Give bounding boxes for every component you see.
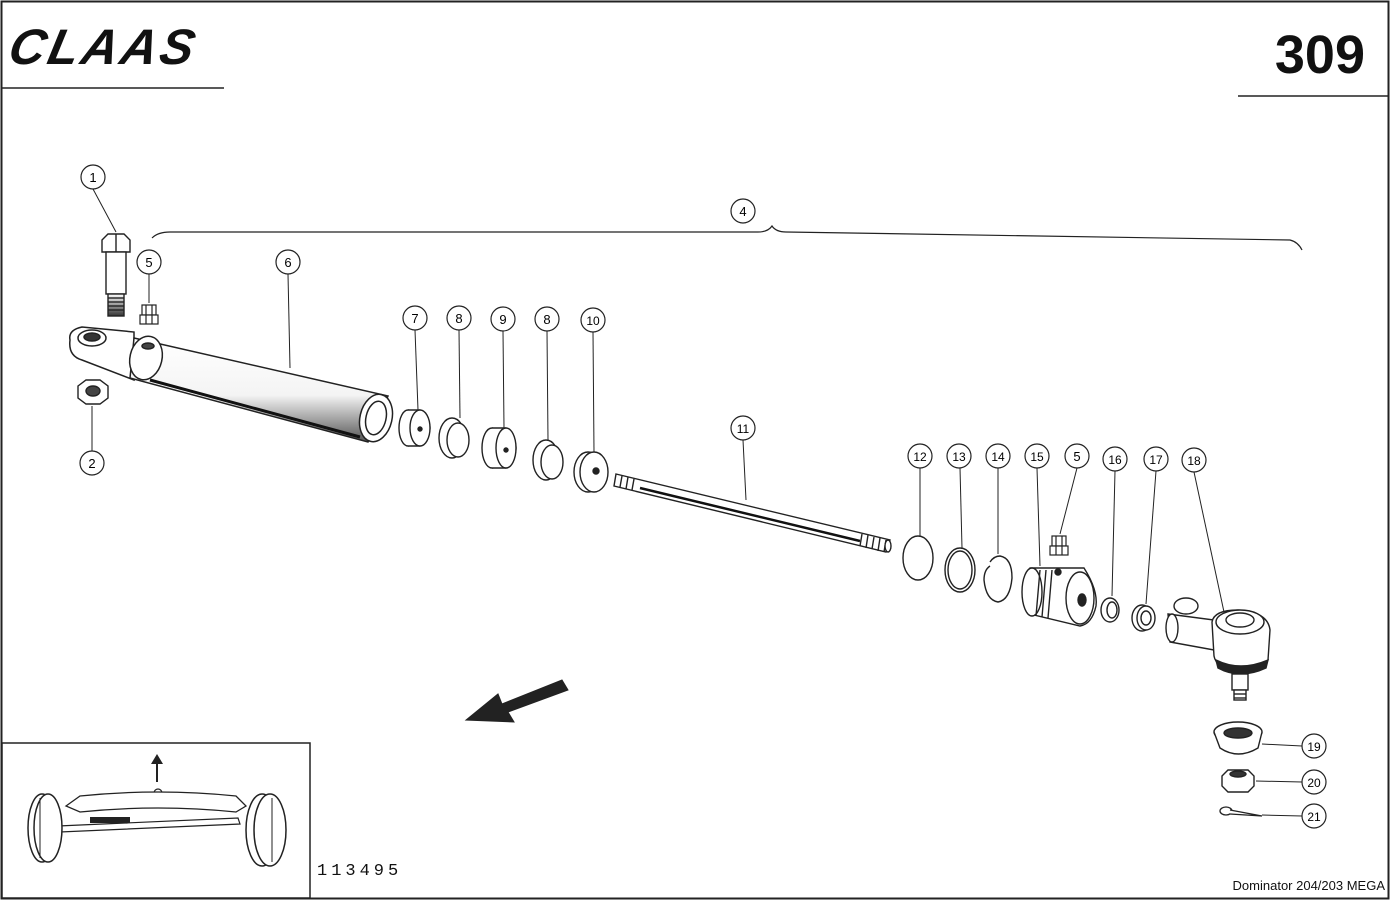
callout-4: 4 bbox=[730, 198, 756, 224]
circlip-part-14 bbox=[983, 555, 1013, 603]
o-ring-part-12 bbox=[902, 535, 934, 581]
bolt-part-1 bbox=[101, 233, 131, 317]
callout-11: 11 bbox=[730, 415, 756, 441]
callout-14-label: 14 bbox=[991, 450, 1005, 464]
callout-13: 13 bbox=[946, 443, 972, 469]
callout-17: 17 bbox=[1143, 446, 1169, 472]
callout-18: 18 bbox=[1181, 447, 1207, 473]
piston-rod-part-11 bbox=[613, 473, 892, 553]
location-inset bbox=[1, 742, 311, 899]
grease-nipple-right bbox=[1049, 535, 1069, 556]
ring-part-13 bbox=[944, 547, 976, 593]
callout-19: 19 bbox=[1301, 733, 1327, 759]
page-number: 309 bbox=[1274, 25, 1365, 85]
nut-part-17 bbox=[1131, 604, 1156, 632]
brand-logo: CLAAS bbox=[4, 19, 204, 75]
piston-guide-part-7 bbox=[398, 409, 431, 447]
callout-1-label: 1 bbox=[89, 170, 96, 185]
callout-8-a: 8 bbox=[446, 305, 472, 331]
callout-1: 1 bbox=[80, 164, 106, 190]
washer-part-10 bbox=[573, 451, 609, 493]
callout-6-label: 6 bbox=[284, 255, 291, 270]
callout-16-label: 16 bbox=[1108, 453, 1122, 467]
callout-10: 10 bbox=[580, 307, 606, 333]
callout-13-label: 13 bbox=[952, 450, 966, 464]
direction-arrow-icon bbox=[464, 679, 569, 723]
seal-ring-part-8-a bbox=[438, 417, 470, 459]
callout-9-label: 9 bbox=[499, 312, 506, 327]
callout-4-label: 4 bbox=[739, 204, 746, 219]
callout-21: 21 bbox=[1301, 803, 1327, 829]
callout-18-label: 18 bbox=[1187, 454, 1201, 468]
cylinder-tube-part-6 bbox=[69, 326, 394, 443]
drawing-number: 113495 bbox=[317, 862, 403, 881]
seal-ring-part-8-b bbox=[532, 439, 564, 481]
callout-20-label: 20 bbox=[1307, 776, 1321, 790]
nut-part-2 bbox=[77, 379, 109, 405]
ball-joint-part-18 bbox=[1165, 597, 1271, 701]
castle-nut-part-20 bbox=[1221, 769, 1255, 793]
grease-nipple-left bbox=[139, 304, 159, 325]
callout-5-right-label: 5 bbox=[1073, 449, 1080, 464]
bush-part-16 bbox=[1100, 597, 1120, 623]
callout-17-label: 17 bbox=[1149, 453, 1163, 467]
callout-2: 2 bbox=[79, 450, 105, 476]
callout-19-label: 19 bbox=[1307, 740, 1321, 754]
callout-20: 20 bbox=[1301, 769, 1327, 795]
callout-15-label: 15 bbox=[1030, 450, 1044, 464]
split-pin-part-21 bbox=[1219, 806, 1263, 817]
callout-8-b: 8 bbox=[534, 306, 560, 332]
callout-21-label: 21 bbox=[1307, 810, 1321, 824]
boot-part-19 bbox=[1213, 721, 1263, 755]
callout-6: 6 bbox=[275, 249, 301, 275]
callout-16: 16 bbox=[1102, 446, 1128, 472]
piston-part-9 bbox=[481, 427, 517, 469]
callout-5-right: 5 bbox=[1064, 443, 1090, 469]
callout-8-a-label: 8 bbox=[455, 311, 462, 326]
callout-11-label: 11 bbox=[737, 422, 750, 436]
callout-12: 12 bbox=[907, 443, 933, 469]
callout-8-b-label: 8 bbox=[543, 312, 550, 327]
callout-14: 14 bbox=[985, 443, 1011, 469]
callout-5-left: 5 bbox=[136, 249, 162, 275]
callout-15: 15 bbox=[1024, 443, 1050, 469]
leader-lines bbox=[91, 188, 1303, 817]
callout-7: 7 bbox=[402, 305, 428, 331]
callout-5-left-label: 5 bbox=[145, 255, 152, 270]
callout-10-label: 10 bbox=[586, 314, 600, 328]
assembly-bracket bbox=[151, 224, 1303, 251]
callout-9: 9 bbox=[490, 306, 516, 332]
callout-2-label: 2 bbox=[88, 456, 95, 471]
callout-7-label: 7 bbox=[411, 311, 418, 326]
model-label: Dominator 204/203 MEGA bbox=[1232, 878, 1385, 893]
gland-part-15 bbox=[1021, 567, 1097, 627]
callout-12-label: 12 bbox=[913, 450, 927, 464]
